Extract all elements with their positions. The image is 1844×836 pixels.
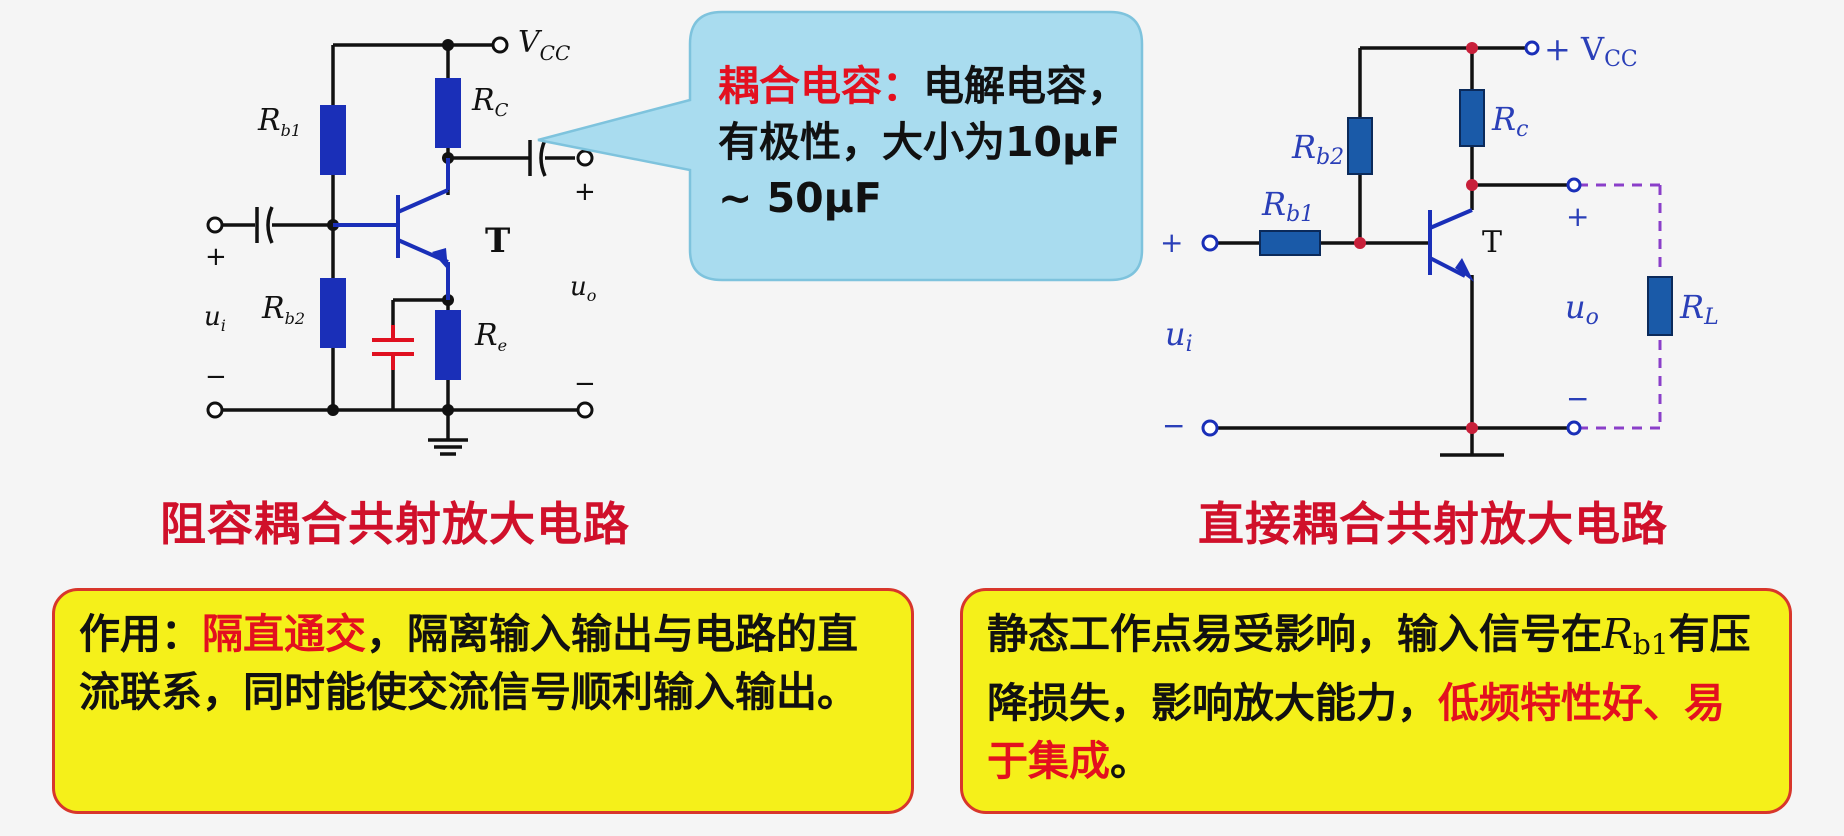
right-rl-label: RL bbox=[1679, 288, 1719, 330]
right-circuit-title: 直接耦合共射放大电路 bbox=[1198, 497, 1668, 551]
rc-resistor bbox=[435, 78, 461, 148]
left-note-highlight: 隔直通交 bbox=[202, 610, 366, 658]
right-note-r-symbol: R bbox=[1602, 610, 1633, 658]
right-rb1-label: Rb1 bbox=[1261, 185, 1314, 227]
right-labels: + VCC Rb2 Rb1 Rc RL T ui uo bbox=[1165, 30, 1719, 357]
left-polarity-signs: + − + − bbox=[205, 177, 596, 399]
right-uo-label: uo bbox=[1565, 288, 1599, 330]
left-rb1-label: Rb1 bbox=[257, 103, 301, 140]
right-polarity-signs: + − + − bbox=[1160, 200, 1589, 442]
left-rc-label: RC bbox=[471, 83, 509, 121]
right-rb1-resistor bbox=[1259, 230, 1321, 256]
right-transistor bbox=[1428, 208, 1473, 278]
right-emitter-arrow bbox=[1455, 258, 1474, 282]
callout-highlight: 耦合电容： bbox=[718, 62, 923, 110]
right-output-plus: + bbox=[1566, 200, 1589, 233]
right-rb2-label: Rb2 bbox=[1291, 128, 1344, 170]
left-bypass-capacitor bbox=[372, 325, 414, 370]
left-output-minus: − bbox=[574, 369, 596, 399]
callout-body: 电解电容，有极性，大小为10μF ~ 50μF bbox=[718, 62, 1128, 222]
callout-text: 耦合电容：电解电容，有极性，大小为10μF ~ 50μF bbox=[718, 58, 1138, 226]
re-resistor bbox=[435, 310, 461, 380]
left-ui-label: ui bbox=[204, 302, 226, 335]
right-terminals bbox=[1201, 40, 1582, 437]
right-input-plus: + bbox=[1160, 226, 1183, 259]
left-terminals bbox=[206, 36, 594, 419]
left-vcc-label: VCC bbox=[518, 25, 570, 65]
left-emitter-arrow bbox=[432, 248, 448, 270]
right-output-minus: − bbox=[1566, 382, 1589, 415]
left-uo-label: uo bbox=[570, 272, 596, 305]
right-input-minus: − bbox=[1162, 409, 1185, 442]
rb1-resistor bbox=[320, 105, 346, 175]
left-junction-dots bbox=[327, 39, 454, 416]
left-rb2-label: Rb2 bbox=[261, 291, 305, 328]
left-note-box: 作用：隔直通交，隔离输入输出与电路的直流联系，同时能使交流信号顺利输入输出。 bbox=[52, 588, 914, 814]
right-transistor-label: T bbox=[1482, 225, 1502, 260]
left-output-plus: + bbox=[574, 177, 596, 207]
left-input-minus: − bbox=[205, 362, 227, 392]
right-rl-resistor bbox=[1647, 276, 1673, 336]
left-re-label: Re bbox=[474, 318, 507, 355]
left-transistor bbox=[333, 158, 450, 300]
rb2-resistor bbox=[320, 278, 346, 348]
left-coupling-capacitors bbox=[255, 139, 547, 244]
left-transistor-label: T bbox=[485, 221, 510, 261]
right-note-text1: 静态工作点易受影响，输入信号在 bbox=[987, 610, 1602, 658]
left-note-body: ，隔离输入输出与电路的直流联系，同时能使交流信号顺利输入输出。 bbox=[79, 610, 858, 716]
right-note-end: 。 bbox=[1110, 737, 1151, 785]
right-note-r-sub: b1 bbox=[1632, 628, 1669, 661]
left-note-prefix: 作用： bbox=[79, 610, 202, 658]
right-rb2-resistor bbox=[1347, 117, 1373, 175]
right-resistors bbox=[1259, 89, 1673, 336]
left-circuit-title: 阻容耦合共射放大电路 bbox=[160, 497, 630, 551]
right-load-dashed bbox=[1578, 183, 1662, 430]
left-labels: VCC Rb1 Rb2 RC Re T ui uo bbox=[204, 25, 596, 355]
left-resistors bbox=[320, 78, 461, 380]
right-note-text2: 有压降损失，影响放大能力， bbox=[987, 610, 1751, 727]
left-input-plus: + bbox=[205, 242, 227, 272]
right-junction-dots bbox=[1354, 42, 1478, 434]
callout-bubble bbox=[537, 10, 1144, 282]
right-ui-label: ui bbox=[1165, 315, 1193, 357]
right-rc-resistor bbox=[1459, 89, 1485, 147]
right-note-highlight: 低频特性好、易于集成 bbox=[987, 679, 1725, 785]
right-rc-label: Rc bbox=[1491, 100, 1528, 142]
right-vcc-label: + VCC bbox=[1544, 30, 1638, 72]
right-note-box: 静态工作点易受影响，输入信号在Rb1有压降损失，影响放大能力，低频特性好、易于集… bbox=[960, 588, 1792, 814]
